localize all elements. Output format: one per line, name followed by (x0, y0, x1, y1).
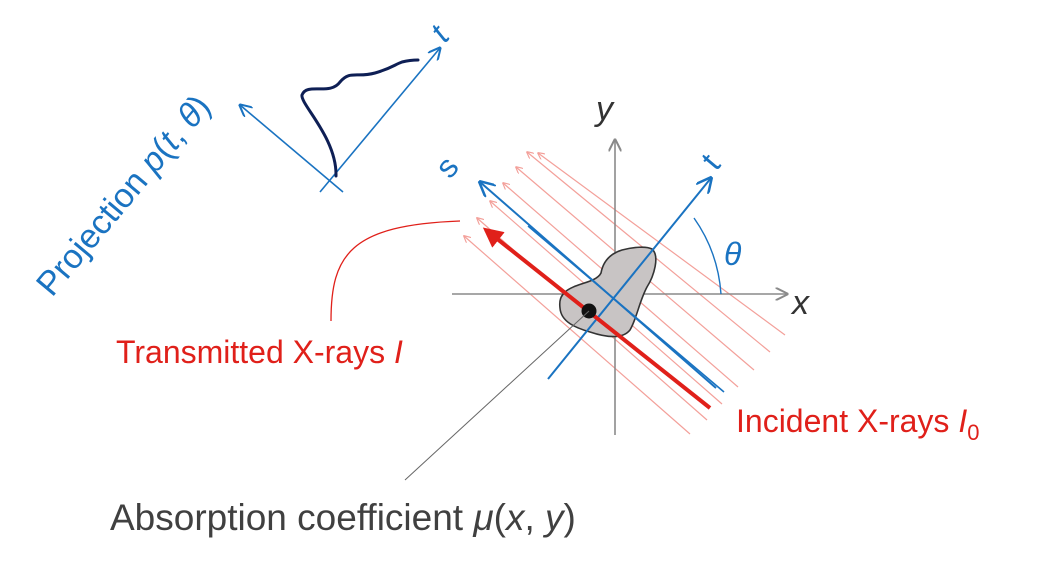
inset-s-axis (240, 105, 344, 193)
theta-label: θ (724, 236, 742, 272)
s-axis-label: s (428, 149, 466, 184)
transmitted-xrays-label: Transmitted X-rays I (116, 334, 403, 370)
projection-ray (527, 225, 725, 393)
incident-xrays-label: Incident X-rays I0 (736, 403, 979, 445)
inset-t-label: t (423, 18, 457, 49)
t-axis-label: t (694, 146, 727, 176)
theta-arc (693, 217, 722, 295)
transmitted-callout-curve (330, 220, 461, 322)
inset-t-axis (319, 48, 440, 193)
x-axis-label: x (790, 284, 810, 322)
absorption-coefficient-label: Absorption coefficient μ(x, y) (110, 497, 576, 538)
y-axis-label: y (594, 90, 615, 128)
projection-inset (240, 48, 440, 193)
projection-label: Projection p(t, θ) (29, 88, 218, 303)
absorption-leader-line (404, 310, 590, 481)
main-xray-line (482, 227, 712, 410)
t-axis (547, 178, 711, 380)
projection-profile-curve (300, 58, 420, 178)
